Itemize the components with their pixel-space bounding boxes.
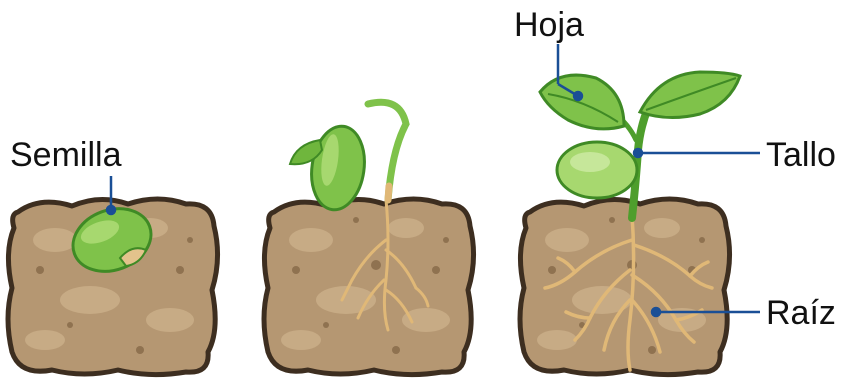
root-leader-dot bbox=[652, 308, 660, 316]
label-root: Raíz bbox=[766, 294, 836, 332]
stem-leader-dot bbox=[634, 149, 642, 157]
seed-leader-dot bbox=[107, 206, 115, 214]
label-seed: Semilla bbox=[10, 136, 122, 174]
soil-block-2 bbox=[264, 199, 474, 375]
sprout-icon bbox=[290, 102, 406, 213]
label-leaf: Hoja bbox=[514, 6, 584, 44]
label-stem: Tallo bbox=[766, 136, 836, 174]
plant-icon bbox=[540, 72, 740, 218]
leaf-leader-dot bbox=[574, 92, 582, 100]
